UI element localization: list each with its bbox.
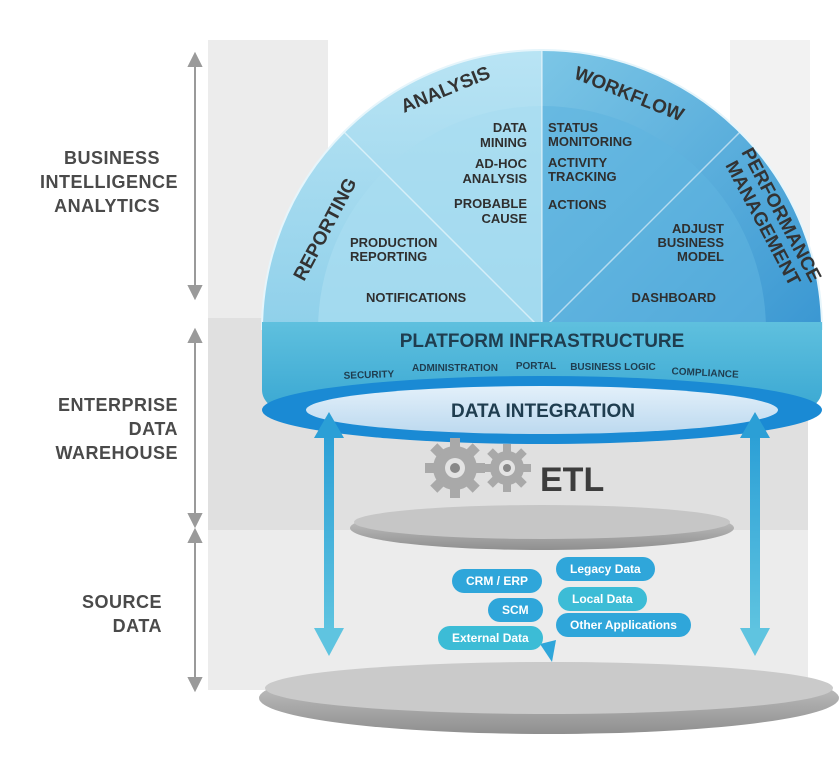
data-mining-label: DATA xyxy=(493,120,528,135)
actions-label: ACTIONS xyxy=(548,197,607,212)
data-integration-label: DATA INTEGRATION xyxy=(451,401,635,422)
source-pill-legacy-data: Legacy Data xyxy=(556,557,655,581)
side-label-line: BUSINESS xyxy=(63,148,160,168)
platform-item-compliance: COMPLIANCE xyxy=(671,366,739,381)
side-label-line: DATA xyxy=(112,616,162,636)
production-reporting-label: PRODUCTION xyxy=(350,235,437,250)
status-monitoring-label: STATUS xyxy=(548,120,598,135)
activity-tracking-label: TRACKING xyxy=(548,169,617,184)
left-arrow xyxy=(314,412,344,656)
source-pill-external-data: External Data xyxy=(438,626,543,650)
production-reporting-label: REPORTING xyxy=(350,249,427,264)
right-arrow xyxy=(740,412,770,656)
platform-ring xyxy=(262,322,822,444)
activity-tracking-label: ACTIVITY xyxy=(548,155,608,170)
adjust-business-model-label: MODEL xyxy=(677,249,724,264)
source-pill-local-data: Local Data xyxy=(558,587,647,611)
side-label-line: INTELLIGENCE xyxy=(40,172,179,192)
source-pill-other-applications: Other Applications xyxy=(556,613,691,637)
adjust-business-model-label: BUSINESS xyxy=(658,235,725,250)
platform-item-business-logic: BUSINESS LOGIC xyxy=(570,362,656,373)
gear-icon xyxy=(425,438,485,498)
side-label-line: ENTERPRISE xyxy=(57,395,178,415)
analytics-dome xyxy=(261,49,823,331)
platform-item-security: SECURITY xyxy=(343,369,394,382)
dashboard-label: DASHBOARD xyxy=(632,290,717,305)
probable-cause-label: CAUSE xyxy=(481,211,527,226)
pill-tail xyxy=(540,640,556,662)
adhoc-label: AD-HOC xyxy=(475,156,528,171)
bi-analytics-label: BUSINESS INTELLIGENCE ANALYTICS xyxy=(40,146,179,218)
status-monitoring-label: MONITORING xyxy=(548,134,632,149)
side-label-line: ANALYTICS xyxy=(54,196,160,216)
notifications-label: NOTIFICATIONS xyxy=(366,290,466,305)
source-data-label: SOURCE DATA xyxy=(40,590,162,638)
source-pill-crm-erp: CRM / ERP xyxy=(452,569,543,593)
gear-icon xyxy=(483,444,531,492)
platform-item-portal: PORTAL xyxy=(516,361,556,372)
side-label-line: DATA xyxy=(128,419,178,439)
side-label-line: SOURCE xyxy=(81,592,162,612)
source-pill-scm: SCM xyxy=(488,598,543,622)
scale-line xyxy=(187,51,203,693)
adhoc-label: ANALYSIS xyxy=(462,171,527,186)
platform-item-administration: ADMINISTRATION xyxy=(412,363,498,374)
platform-title: PLATFORM INFRASTRUCTURE xyxy=(400,331,685,352)
etl-disk xyxy=(350,505,734,550)
probable-cause-label: PROBABLE xyxy=(454,196,527,211)
etl-label: ETL xyxy=(540,461,604,499)
adjust-business-model-label: ADJUST xyxy=(672,221,724,236)
data-mining-label: MINING xyxy=(480,135,527,150)
edw-label: ENTERPRISE DATA WAREHOUSE xyxy=(40,393,178,465)
source-disk xyxy=(259,662,839,734)
side-label-line: WAREHOUSE xyxy=(55,443,178,463)
